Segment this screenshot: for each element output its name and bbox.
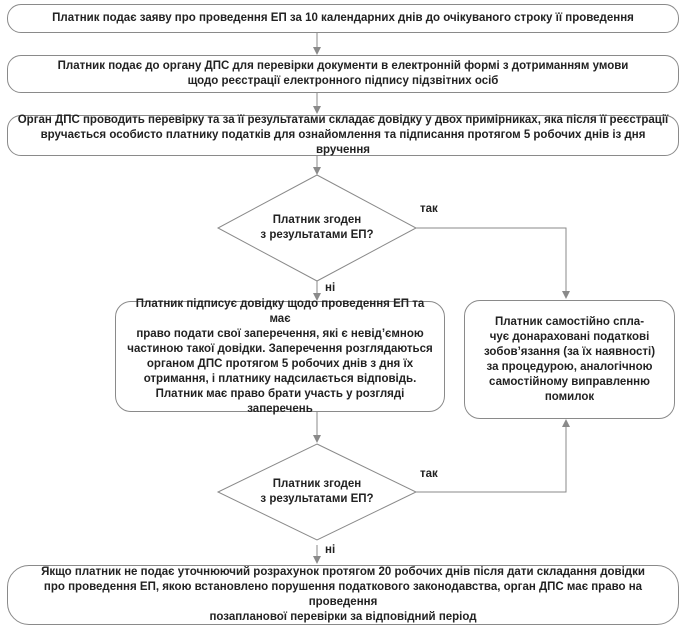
decision-diamond-1: [216, 174, 418, 282]
decision-1-line2: з результатами ЕП?: [260, 229, 374, 241]
decision-1-text: Платник згоден з результатами ЕП?: [238, 213, 396, 243]
sign-line-3: частиною такої довідки. Заперечення розг…: [127, 342, 433, 355]
self-line-2: чує донараховані податкові: [489, 330, 650, 343]
step-submit-documents-line2: щодо реєстрації електронного підпису під…: [187, 75, 499, 87]
step-audit-report: Орган ДПС проводить перевірку та за її р…: [7, 114, 679, 156]
sign-line-5: отримання, і платнику надсилається відпо…: [143, 372, 417, 385]
step-audit-report-line1: Орган ДПС проводить перевірку та за її р…: [17, 114, 669, 126]
decision-diamond-2: [216, 443, 418, 541]
final-line-2: про проведення ЕП, якою встановлено пору…: [43, 581, 643, 608]
step-sign-report: Платник підписує довідку щодо проведення…: [115, 298, 445, 415]
label-yes-2: так: [420, 468, 438, 480]
step-submit-documents-line1: Платник подає до органу ДПС для перевірк…: [57, 60, 629, 72]
self-line-3: зобов’язання (за їх наявності): [483, 345, 656, 358]
self-line-5: самостійному виправленню: [489, 375, 650, 388]
step-submit-application: Платник подає заяву про проведення ЕП за…: [7, 4, 679, 33]
final-line-1: Якщо платник не подає уточнюючий розраху…: [41, 566, 645, 578]
decision-2-line2: з результатами ЕП?: [260, 493, 374, 505]
arrow-d2-yes: [416, 419, 570, 493]
sign-line-6: Платник має право брати участь у розгляд…: [155, 387, 405, 415]
decision-2-text: Платник згоден з результатами ЕП?: [238, 477, 396, 507]
step-unscheduled-audit: Якщо платник не подає уточнюючий розраху…: [7, 565, 679, 625]
final-line-3: позапланової перевірки за відповідний пе…: [209, 611, 477, 623]
label-yes-1: так: [420, 203, 438, 215]
self-line-6: помилок: [544, 390, 595, 403]
step-submit-documents: Платник подає до органу ДПС для перевірк…: [7, 55, 679, 93]
sign-line-1: Платник підписує довідку щодо проведення…: [135, 297, 425, 325]
step-submit-application-text: Платник подає заяву про проведення ЕП за…: [52, 12, 634, 24]
sign-line-2: право подати свої заперечення, які є нев…: [136, 327, 424, 340]
decision-2-line1: Платник згоден: [272, 478, 362, 490]
arrow-d1-yes: [416, 227, 570, 299]
step-self-payment: Платник самостійно спла- чує донарахован…: [464, 300, 675, 419]
label-no-1: ні: [325, 282, 336, 294]
step-audit-report-line2: вручається особисто платнику податків дл…: [40, 129, 646, 156]
label-no-2: ні: [325, 544, 336, 556]
sign-line-4: органом ДПС протягом 5 робочих днів з дн…: [146, 357, 414, 370]
self-line-4: за процедурою, аналогічною: [486, 360, 653, 373]
self-line-1: Платник самостійно спла-: [494, 315, 645, 328]
decision-1-line1: Платник згоден: [272, 214, 362, 226]
